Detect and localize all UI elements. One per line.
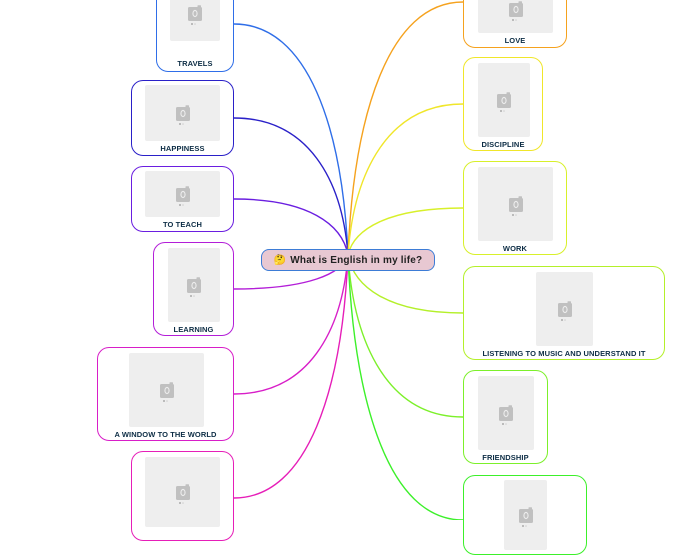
topic-untitled-right[interactable] [463, 475, 587, 555]
image-placeholder [478, 63, 530, 137]
image-placeholder [145, 457, 220, 527]
camera-icon [508, 1, 523, 21]
image-placeholder [129, 353, 204, 427]
topic-to-teach[interactable]: TO TEACH [131, 166, 234, 232]
topic-label: FRIENDSHIP [482, 453, 529, 462]
camera-icon [175, 186, 190, 206]
topic-label: TO TEACH [163, 220, 202, 229]
topic-travels[interactable]: TRAVELS [156, 0, 234, 72]
image-placeholder [478, 167, 553, 241]
image-placeholder [145, 171, 220, 217]
image-placeholder [504, 480, 547, 550]
connector-lines [233, 1, 464, 520]
central-topic-label: What is English in my life? [290, 254, 423, 266]
image-placeholder [168, 248, 220, 322]
camera-icon [159, 382, 174, 402]
camera-icon [508, 196, 523, 216]
connector-left-4 [233, 254, 349, 395]
camera-icon [175, 105, 190, 125]
topic-learning[interactable]: LEARNING [153, 242, 234, 336]
camera-icon [518, 507, 533, 527]
connector-left-2 [233, 198, 349, 256]
camera-icon [497, 92, 511, 112]
connector-right-1 [347, 103, 464, 256]
topic-friendship[interactable]: FRIENDSHIP [463, 370, 548, 464]
thinking-face-icon: 🤔 [273, 254, 287, 266]
camera-icon [188, 5, 202, 25]
central-topic[interactable]: 🤔 What is English in my life? [261, 249, 435, 271]
topic-happiness[interactable]: HAPPINESS [131, 80, 234, 156]
connector-left-1 [233, 117, 349, 256]
camera-icon [499, 405, 513, 425]
image-placeholder [478, 0, 553, 33]
image-placeholder [145, 85, 220, 141]
topic-label: HAPPINESS [160, 144, 205, 153]
topic-label: DISCIPLINE [481, 140, 525, 149]
topic-listening-to-music[interactable]: LISTENING TO MUSIC AND UNDERSTAND IT [463, 266, 665, 360]
connector-left-5 [233, 254, 349, 499]
image-placeholder [478, 376, 534, 450]
topic-label: TRAVELS [177, 59, 213, 68]
topic-untitled-left[interactable] [131, 451, 234, 541]
topic-work[interactable]: WORK [463, 161, 567, 255]
connector-left-0 [233, 23, 349, 256]
image-placeholder [170, 0, 220, 41]
topic-label: LOVE [504, 36, 526, 45]
topic-label: LISTENING TO MUSIC AND UNDERSTAND IT [482, 349, 646, 358]
connector-right-5 [347, 254, 464, 520]
camera-icon [187, 277, 201, 297]
topic-love[interactable]: LOVE [463, 0, 567, 48]
image-placeholder [536, 272, 593, 346]
topic-discipline[interactable]: DISCIPLINE [463, 57, 543, 151]
camera-icon [557, 301, 572, 321]
connector-right-0 [347, 1, 464, 256]
topic-label: WORK [502, 244, 528, 253]
connector-right-4 [347, 254, 464, 418]
camera-icon [175, 484, 190, 504]
connector-right-2 [347, 207, 464, 256]
topic-label: A WINDOW TO THE WORLD [114, 430, 217, 439]
topic-a-window-to-the-world[interactable]: A WINDOW TO THE WORLD [97, 347, 234, 441]
topic-label: LEARNING [173, 325, 214, 334]
